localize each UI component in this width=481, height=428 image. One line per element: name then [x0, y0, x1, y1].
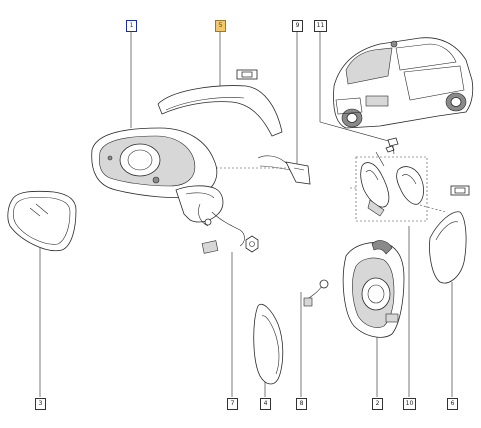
- callout-5[interactable]: 5: [215, 20, 226, 32]
- part-1-mirror-housing: [91, 127, 245, 254]
- part-4-mirror-glass: [253, 303, 284, 385]
- leader-lines: [39, 32, 453, 397]
- part-2-mirror-body: [342, 240, 405, 338]
- vehicle-illustration: [333, 37, 474, 129]
- callout-11[interactable]: 11: [314, 20, 327, 32]
- paint-indicator-icon-5: [236, 69, 258, 80]
- callout-3[interactable]: 3: [35, 398, 46, 410]
- part-6-lower-cover: [429, 211, 467, 284]
- callout-6[interactable]: 6: [447, 398, 458, 410]
- paint-indicator-icon-6: [450, 185, 470, 196]
- callout-2[interactable]: 2: [372, 398, 383, 410]
- part-7-nut: [245, 235, 259, 253]
- part-8-bulb-connector: [303, 279, 329, 307]
- callout-1[interactable]: 1: [126, 20, 137, 32]
- part-5-mirror-cap: [157, 85, 283, 137]
- callout-10[interactable]: 10: [403, 398, 416, 410]
- part-10-lamp-unit: [360, 145, 424, 217]
- callout-8[interactable]: 8: [296, 398, 307, 410]
- callout-4[interactable]: 4: [260, 398, 271, 410]
- part-9-wiring: [257, 155, 311, 185]
- callout-7[interactable]: 7: [227, 398, 238, 410]
- callout-9[interactable]: 9: [292, 20, 303, 32]
- part-11-screw: [387, 137, 399, 155]
- part-3-mirror-glass: [7, 190, 77, 252]
